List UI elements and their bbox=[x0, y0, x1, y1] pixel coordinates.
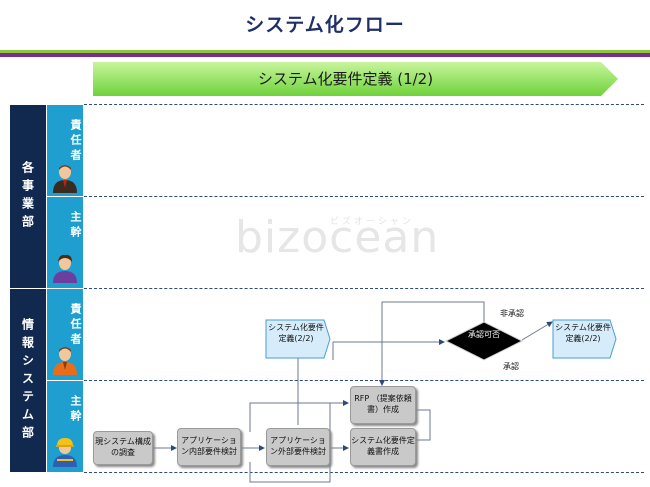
manager-avatar-icon bbox=[53, 165, 77, 193]
decision-diamond bbox=[444, 321, 524, 361]
decision-label: 承認可否 bbox=[468, 330, 500, 339]
reject-label: 非承認 bbox=[500, 309, 524, 318]
process-label: システム化要件定義書作成 bbox=[351, 436, 415, 456]
process-label: 現システム構成の調査 bbox=[95, 437, 151, 457]
banner-title: システム化要件定義 (1/2) bbox=[257, 70, 434, 88]
role-business-lead: 主幹 bbox=[47, 197, 83, 288]
process-app-internal: アプリケーション内部要件検討 bbox=[177, 428, 241, 466]
process-label: アプリケーション外部要件検討 bbox=[270, 436, 326, 456]
lane-divider bbox=[84, 472, 644, 473]
approve-label: 承認 bbox=[503, 362, 519, 371]
page-title: システム化フロー bbox=[245, 14, 405, 36]
prev-reference-label: システム化要件定義(2/2) bbox=[268, 323, 324, 343]
next-reference-shape bbox=[552, 319, 617, 359]
role-is-manager: 責任者 bbox=[47, 289, 83, 380]
lane-divider bbox=[84, 288, 644, 289]
lane-divider bbox=[84, 104, 644, 105]
role-label: 主幹 bbox=[69, 395, 82, 425]
process-requirements-doc: システム化要件定義書作成 bbox=[350, 428, 416, 466]
lane-divider bbox=[84, 380, 644, 381]
arrow-reject-loop bbox=[379, 301, 485, 386]
loop-bottom bbox=[249, 403, 331, 483]
header-divider-purple bbox=[0, 53, 650, 57]
role-label: 主幹 bbox=[69, 211, 82, 241]
prev-reference-shape bbox=[265, 319, 331, 359]
dept-is-label: 情報システム部 bbox=[20, 317, 35, 444]
watermark-sub: ビズオーシャン bbox=[330, 217, 414, 227]
process-label: RFP （提案依頼書）作成 bbox=[354, 394, 412, 414]
dept-business: 各事業部 bbox=[10, 105, 46, 288]
watermark-logo: bizocean bbox=[235, 212, 440, 263]
process-label: アプリケーション内部要件検討 bbox=[181, 436, 237, 456]
role-business-manager: 責任者 bbox=[47, 105, 83, 196]
role-label: 責任者 bbox=[69, 303, 82, 348]
lane-divider bbox=[84, 196, 644, 197]
arrow-approve bbox=[521, 321, 553, 341]
process-app-external: アプリケーション外部要件検討 bbox=[266, 428, 330, 466]
process-rfp: RFP （提案依頼書）作成 bbox=[350, 386, 416, 424]
staff-avatar-icon bbox=[53, 254, 77, 283]
dept-information-systems: 情報システム部 bbox=[10, 289, 46, 472]
role-is-lead: 主幹 bbox=[47, 381, 83, 472]
process-current-survey: 現システム構成の調査 bbox=[93, 431, 153, 465]
next-reference-label: システム化要件定義(2/2) bbox=[555, 323, 611, 343]
arrow-reqdoc-rfp bbox=[415, 409, 431, 441]
arrow-rfp-path bbox=[332, 341, 383, 385]
role-label: 責任者 bbox=[69, 119, 82, 164]
dept-business-label: 各事業部 bbox=[20, 160, 35, 233]
header-divider-green bbox=[0, 50, 650, 53]
worker-avatar-icon bbox=[53, 438, 77, 467]
banner-arrow bbox=[93, 62, 618, 96]
arrow-loop-to-rfp bbox=[249, 400, 349, 432]
manager-avatar-icon bbox=[53, 347, 77, 375]
